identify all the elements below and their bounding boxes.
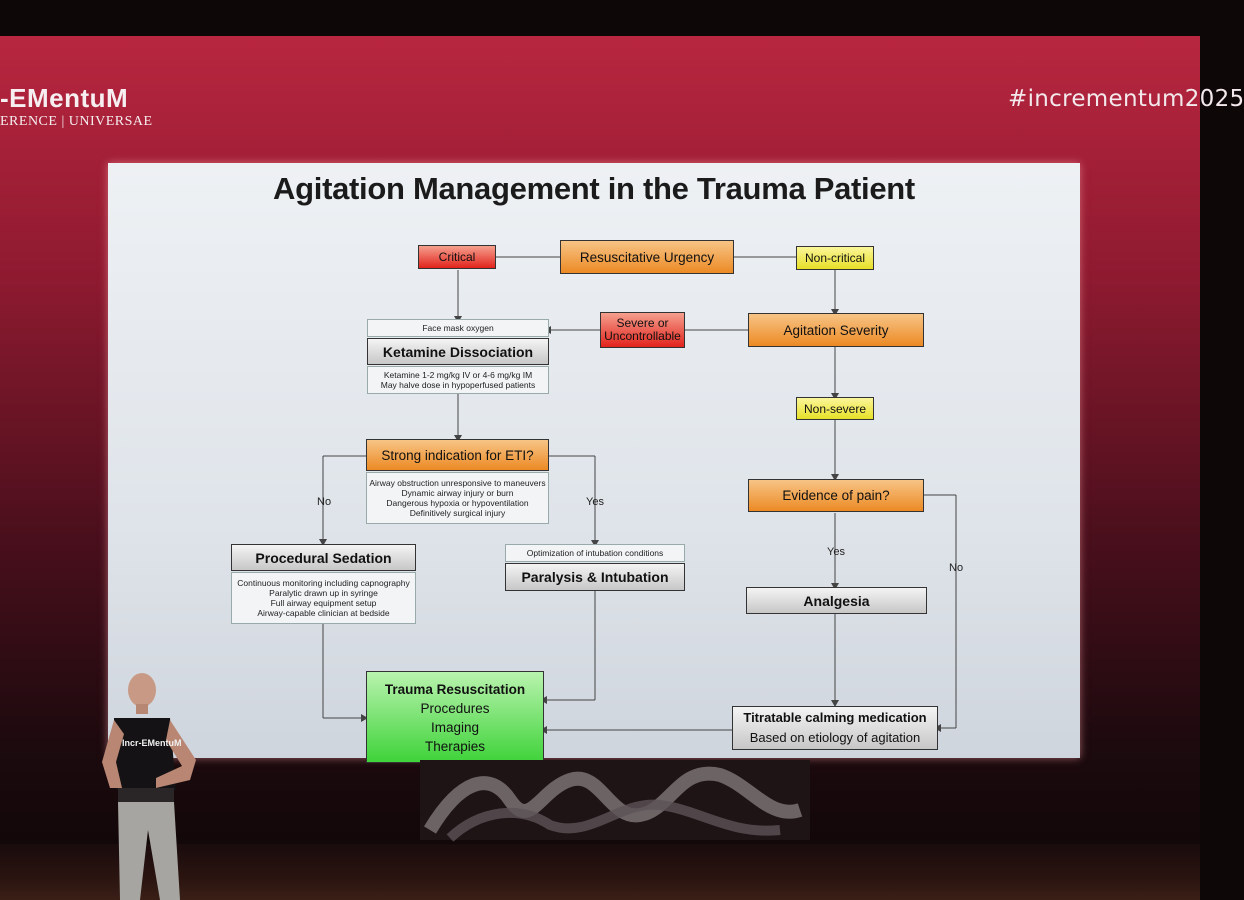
- titratable-subtitle: Based on etiology of agitation: [749, 730, 921, 745]
- sedation-note-line: Full airway equipment setup: [270, 598, 377, 608]
- event-hashtag: #incrementum2025: [1008, 86, 1244, 112]
- eti-note-line: Dangerous hypoxia or hypoventilation: [386, 498, 529, 508]
- flowchart-connectors: [319, 256, 957, 734]
- optimization-note: Optimization of intubation conditions: [505, 544, 685, 562]
- sedation-note: Continuous monitoring including capnogra…: [231, 572, 416, 624]
- sedation-note-line: Continuous monitoring including capnogra…: [237, 578, 410, 588]
- non-critical-box: Non-critical: [796, 246, 874, 270]
- no-label-right: No: [949, 562, 964, 574]
- eti-note-line: Definitively surgical injury: [409, 508, 506, 518]
- agitation-severity-box: Agitation Severity: [748, 313, 924, 347]
- trauma-item: Therapies: [424, 739, 486, 754]
- ketamine-dissociation-box: Ketamine Dissociation: [367, 338, 549, 365]
- procedural-sedation-box: Procedural Sedation: [231, 544, 416, 571]
- paralysis-intubation-box: Paralysis & Intubation: [505, 563, 685, 591]
- ketamine-note: Ketamine 1-2 mg/kg IV or 4-6 mg/kg IM Ma…: [367, 366, 549, 394]
- no-label-left: No: [317, 496, 332, 508]
- severe-line1: Severe or: [616, 316, 669, 330]
- yes-label-right: Yes: [827, 546, 845, 558]
- titratable-medication-box: Titratable calming medication Based on e…: [732, 706, 938, 750]
- severe-line2: Uncontrollable: [604, 329, 681, 343]
- trauma-resuscitation-box: Trauma Resuscitation Procedures Imaging …: [366, 671, 544, 763]
- face-mask-note: Face mask oxygen: [367, 319, 549, 337]
- event-logo-line1: -EMentuM: [0, 83, 129, 113]
- event-logo-line2: ERENCE | UNIVERSAE: [0, 114, 153, 129]
- ketamine-note-line: Ketamine 1-2 mg/kg IV or 4-6 mg/kg IM: [383, 370, 533, 380]
- sedation-note-line: Airway-capable clinician at bedside: [257, 608, 390, 618]
- trauma-item: Imaging: [430, 720, 480, 735]
- eti-note: Airway obstruction unresponsive to maneu…: [366, 472, 549, 524]
- event-logo: -EMentuM ERENCE | UNIVERSAE: [0, 84, 153, 130]
- analgesia-box: Analgesia: [746, 587, 927, 614]
- resuscitative-urgency-box: Resuscitative Urgency: [560, 240, 734, 274]
- projected-slide: Agitation Management in the Trauma Patie…: [108, 163, 1080, 763]
- titratable-title: Titratable calming medication: [743, 710, 927, 725]
- critical-box: Critical: [418, 245, 496, 269]
- yes-label-mid: Yes: [586, 496, 604, 508]
- trauma-title: Trauma Resuscitation: [384, 682, 526, 697]
- presenter-shirt-text: Incr-EMentuM: [122, 738, 182, 748]
- stage-screen-artwork: [420, 760, 810, 842]
- slide-title: Agitation Management in the Trauma Patie…: [273, 171, 915, 206]
- evidence-of-pain-box: Evidence of pain?: [748, 479, 924, 512]
- eti-note-line: Dynamic airway injury or burn: [401, 488, 514, 498]
- sedation-note-line: Paralytic drawn up in syringe: [269, 588, 378, 598]
- stage-floor: [0, 844, 1200, 900]
- non-severe-box: Non-severe: [796, 397, 874, 420]
- trauma-item: Procedures: [420, 701, 490, 716]
- eti-indication-box: Strong indication for ETI?: [366, 439, 549, 471]
- presenter-figure: Incr-EMentuM: [102, 673, 196, 900]
- ketamine-note-line: May halve dose in hypoperfused patients: [380, 380, 536, 390]
- eti-note-line: Airway obstruction unresponsive to maneu…: [369, 478, 546, 488]
- severe-uncontrollable-box: Severe or Uncontrollable: [600, 312, 685, 348]
